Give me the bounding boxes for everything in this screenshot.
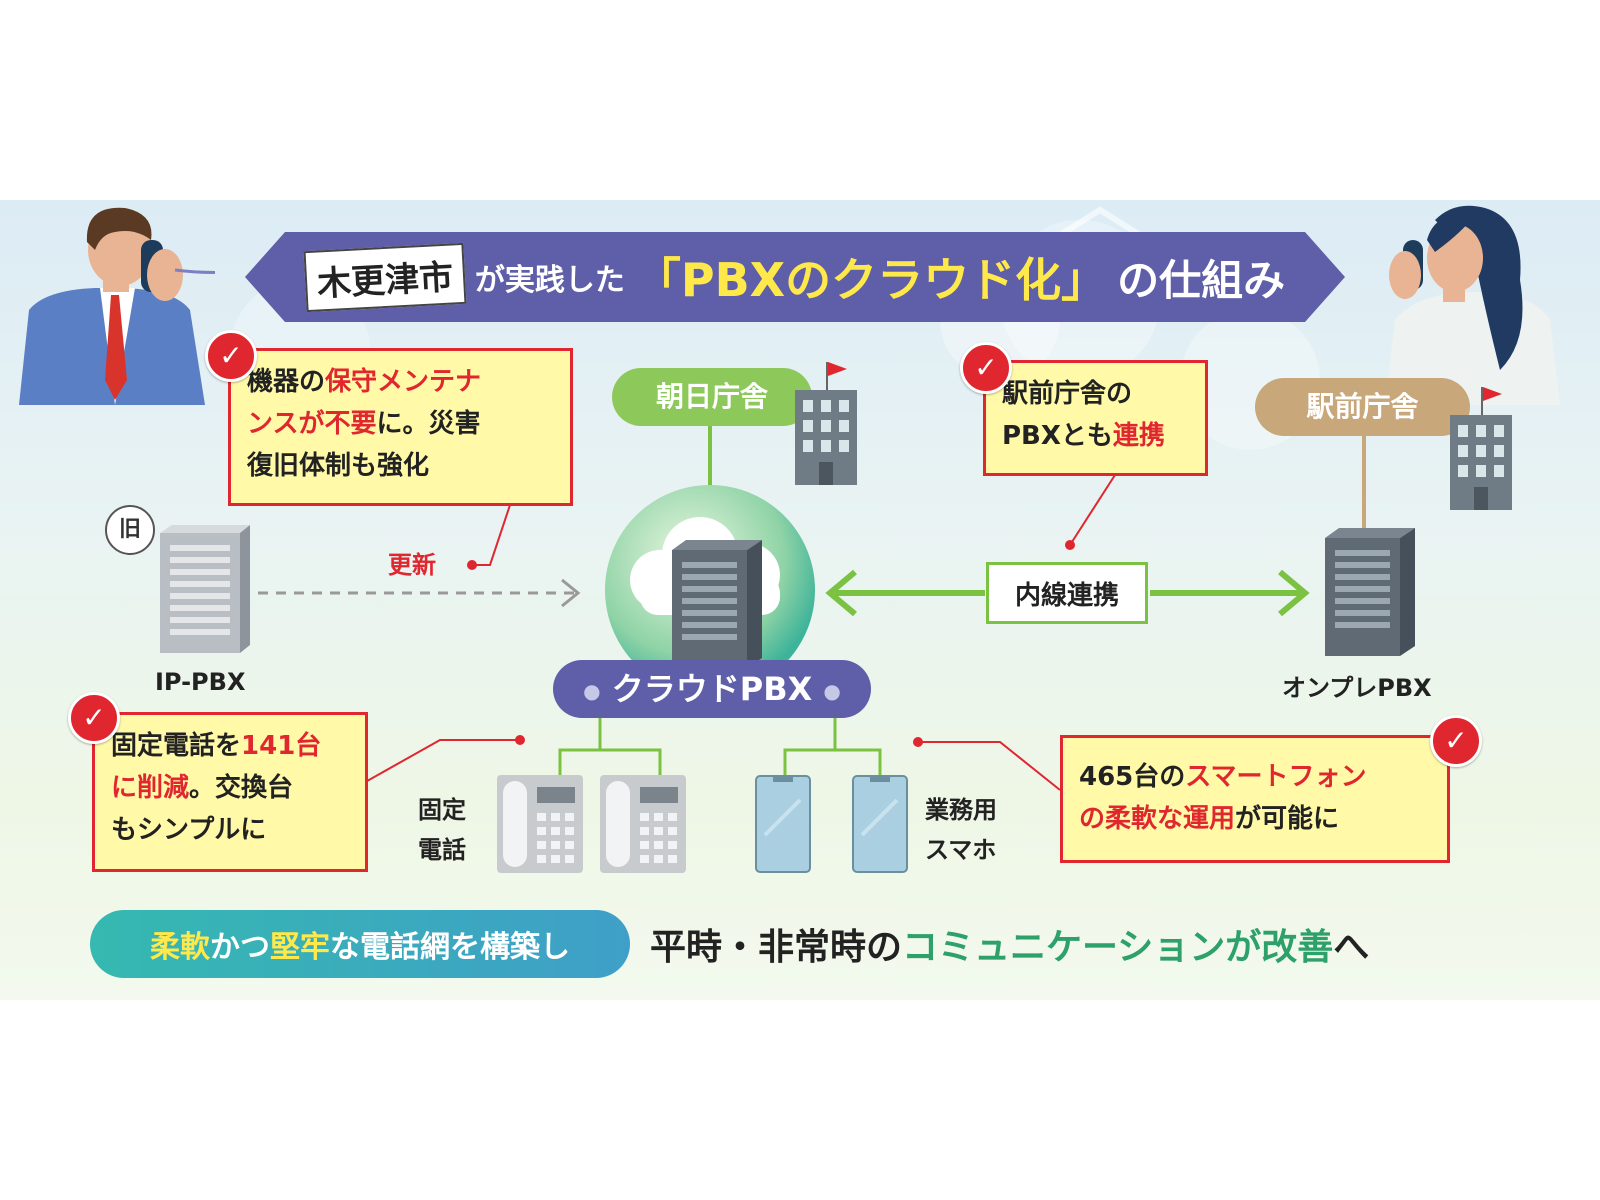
desk-phone-icon [497, 775, 583, 873]
fixed-phone-label-line: 電話 [418, 836, 466, 864]
building-icon [795, 362, 857, 485]
check-icon: ✓ [1430, 715, 1482, 767]
bottom-tagline-text: 平時・非常時の [650, 927, 903, 968]
connection-lines [258, 426, 1366, 791]
update-label: 更新 [388, 551, 436, 579]
callout-text: に。災害 [376, 409, 481, 439]
cloud-pbx-text: クラウドPBX [611, 670, 813, 708]
callout-text: PBXとも [1002, 421, 1113, 451]
callout-text: 465台の [1079, 762, 1186, 792]
callout-line: の柔軟な運用が可能に [1079, 798, 1431, 840]
callout-emphasis: 連携 [1112, 421, 1165, 451]
callout-text: 機器の [247, 367, 326, 397]
title-end: の仕組み [1117, 255, 1286, 305]
onprem-pbx-label: オンプレPBX [1282, 674, 1432, 702]
server-icon [672, 540, 762, 668]
callout-smartphones: 465台のスマートフォン の柔軟な運用が可能に [1060, 735, 1450, 863]
callout-text: 固定電話を [111, 731, 242, 761]
callout-text: 駅前庁舎の [1002, 379, 1133, 409]
callout-text: が可能に [1235, 804, 1340, 834]
callout-emphasis: に削減 [111, 773, 190, 803]
extension-link-label: 内線連携 [986, 562, 1148, 624]
bottom-pill-emphasis: 堅牢 [270, 930, 330, 965]
diagram-panel: 木更津市 が実践した 「PBXのクラウド化」 の仕組み 機器の保守メンテナ ンス… [0, 200, 1600, 1000]
desk-phone-icon [600, 775, 686, 873]
bottom-tagline-emphasis: コミュニケーションが改善 [902, 927, 1334, 968]
dot-icon: ● [583, 679, 601, 703]
callout-text: もシンプルに [111, 815, 267, 845]
callout-emphasis: の柔軟な運用 [1079, 804, 1236, 834]
asahi-office-label: 朝日庁舎 [612, 368, 812, 426]
callout-line: 465台のスマートフォン [1079, 756, 1431, 798]
callout-line: PBXとも連携 [1002, 415, 1189, 457]
biz-phone-label: 業務用 スマホ [925, 790, 997, 870]
bottom-pill: 柔軟かつ堅牢な電話網を構築し [90, 910, 630, 978]
callout-ekimae-link: 駅前庁舎の PBXとも連携 [983, 360, 1208, 476]
old-badge: 旧 [105, 505, 155, 555]
callout-fixed-phones: 固定電話を141台 に削減。交換台 もシンプルに [92, 712, 368, 872]
fixed-phone-label-line: 固定 [418, 796, 466, 824]
server-icon [1325, 528, 1415, 656]
callout-emphasis: ンスが不要 [247, 409, 377, 439]
callout-line: もシンプルに [111, 809, 349, 851]
man-on-phone-icon [19, 207, 215, 405]
bottom-pill-text: な電話網を構築し [330, 930, 570, 965]
bottom-pill-emphasis: 柔軟 [150, 930, 210, 965]
callout-text: 。交換台 [189, 773, 294, 803]
callout-maintenance: 機器の保守メンテナ ンスが不要に。災害 復旧体制も強化 [228, 348, 573, 506]
callout-line: 機器の保守メンテナ [247, 361, 554, 403]
callout-line: 駅前庁舎の [1002, 373, 1189, 415]
title-banner: 木更津市 が実践した 「PBXのクラウド化」 の仕組み [245, 232, 1345, 322]
bottom-tagline-text: へ [1333, 927, 1370, 968]
callout-line: 固定電話を141台 [111, 725, 349, 767]
cloud-pbx-label: ● クラウドPBX ● [553, 660, 871, 718]
title-text-row: 木更津市 が実践した 「PBXのクラウド化」 の仕組み [285, 232, 1305, 322]
ip-pbx-label: IP-PBX [155, 668, 246, 696]
dot-icon: ● [823, 679, 841, 703]
building-icon [1450, 387, 1512, 510]
bottom-pill-text: かつ [210, 930, 270, 965]
check-icon: ✓ [960, 342, 1012, 394]
smartphone-icon [852, 775, 908, 873]
check-icon: ✓ [205, 330, 257, 382]
callout-text: 復旧体制も強化 [247, 451, 430, 481]
fixed-phone-label: 固定 電話 [418, 790, 466, 870]
callout-line: 復旧体制も強化 [247, 445, 554, 487]
title-key-phrase: 「PBXのクラウド化」 [634, 253, 1108, 307]
biz-phone-label-line: スマホ [925, 836, 997, 864]
ekimae-office-label: 駅前庁舎 [1255, 378, 1470, 436]
bottom-tagline: 平時・非常時のコミュニケーションが改善へ [650, 918, 1369, 970]
check-icon: ✓ [68, 692, 120, 744]
callout-emphasis: 保守メンテナ [325, 367, 482, 397]
callout-line: に削減。交換台 [111, 767, 349, 809]
callout-emphasis: スマートフォン [1185, 762, 1367, 792]
smartphone-icon [755, 775, 811, 873]
callout-emphasis: 141台 [241, 731, 322, 761]
woman-on-phone-icon [1385, 205, 1560, 405]
biz-phone-label-line: 業務用 [925, 796, 997, 824]
callout-line: ンスが不要に。災害 [247, 403, 554, 445]
server-icon [160, 525, 250, 653]
title-middle: が実践した [474, 263, 625, 298]
